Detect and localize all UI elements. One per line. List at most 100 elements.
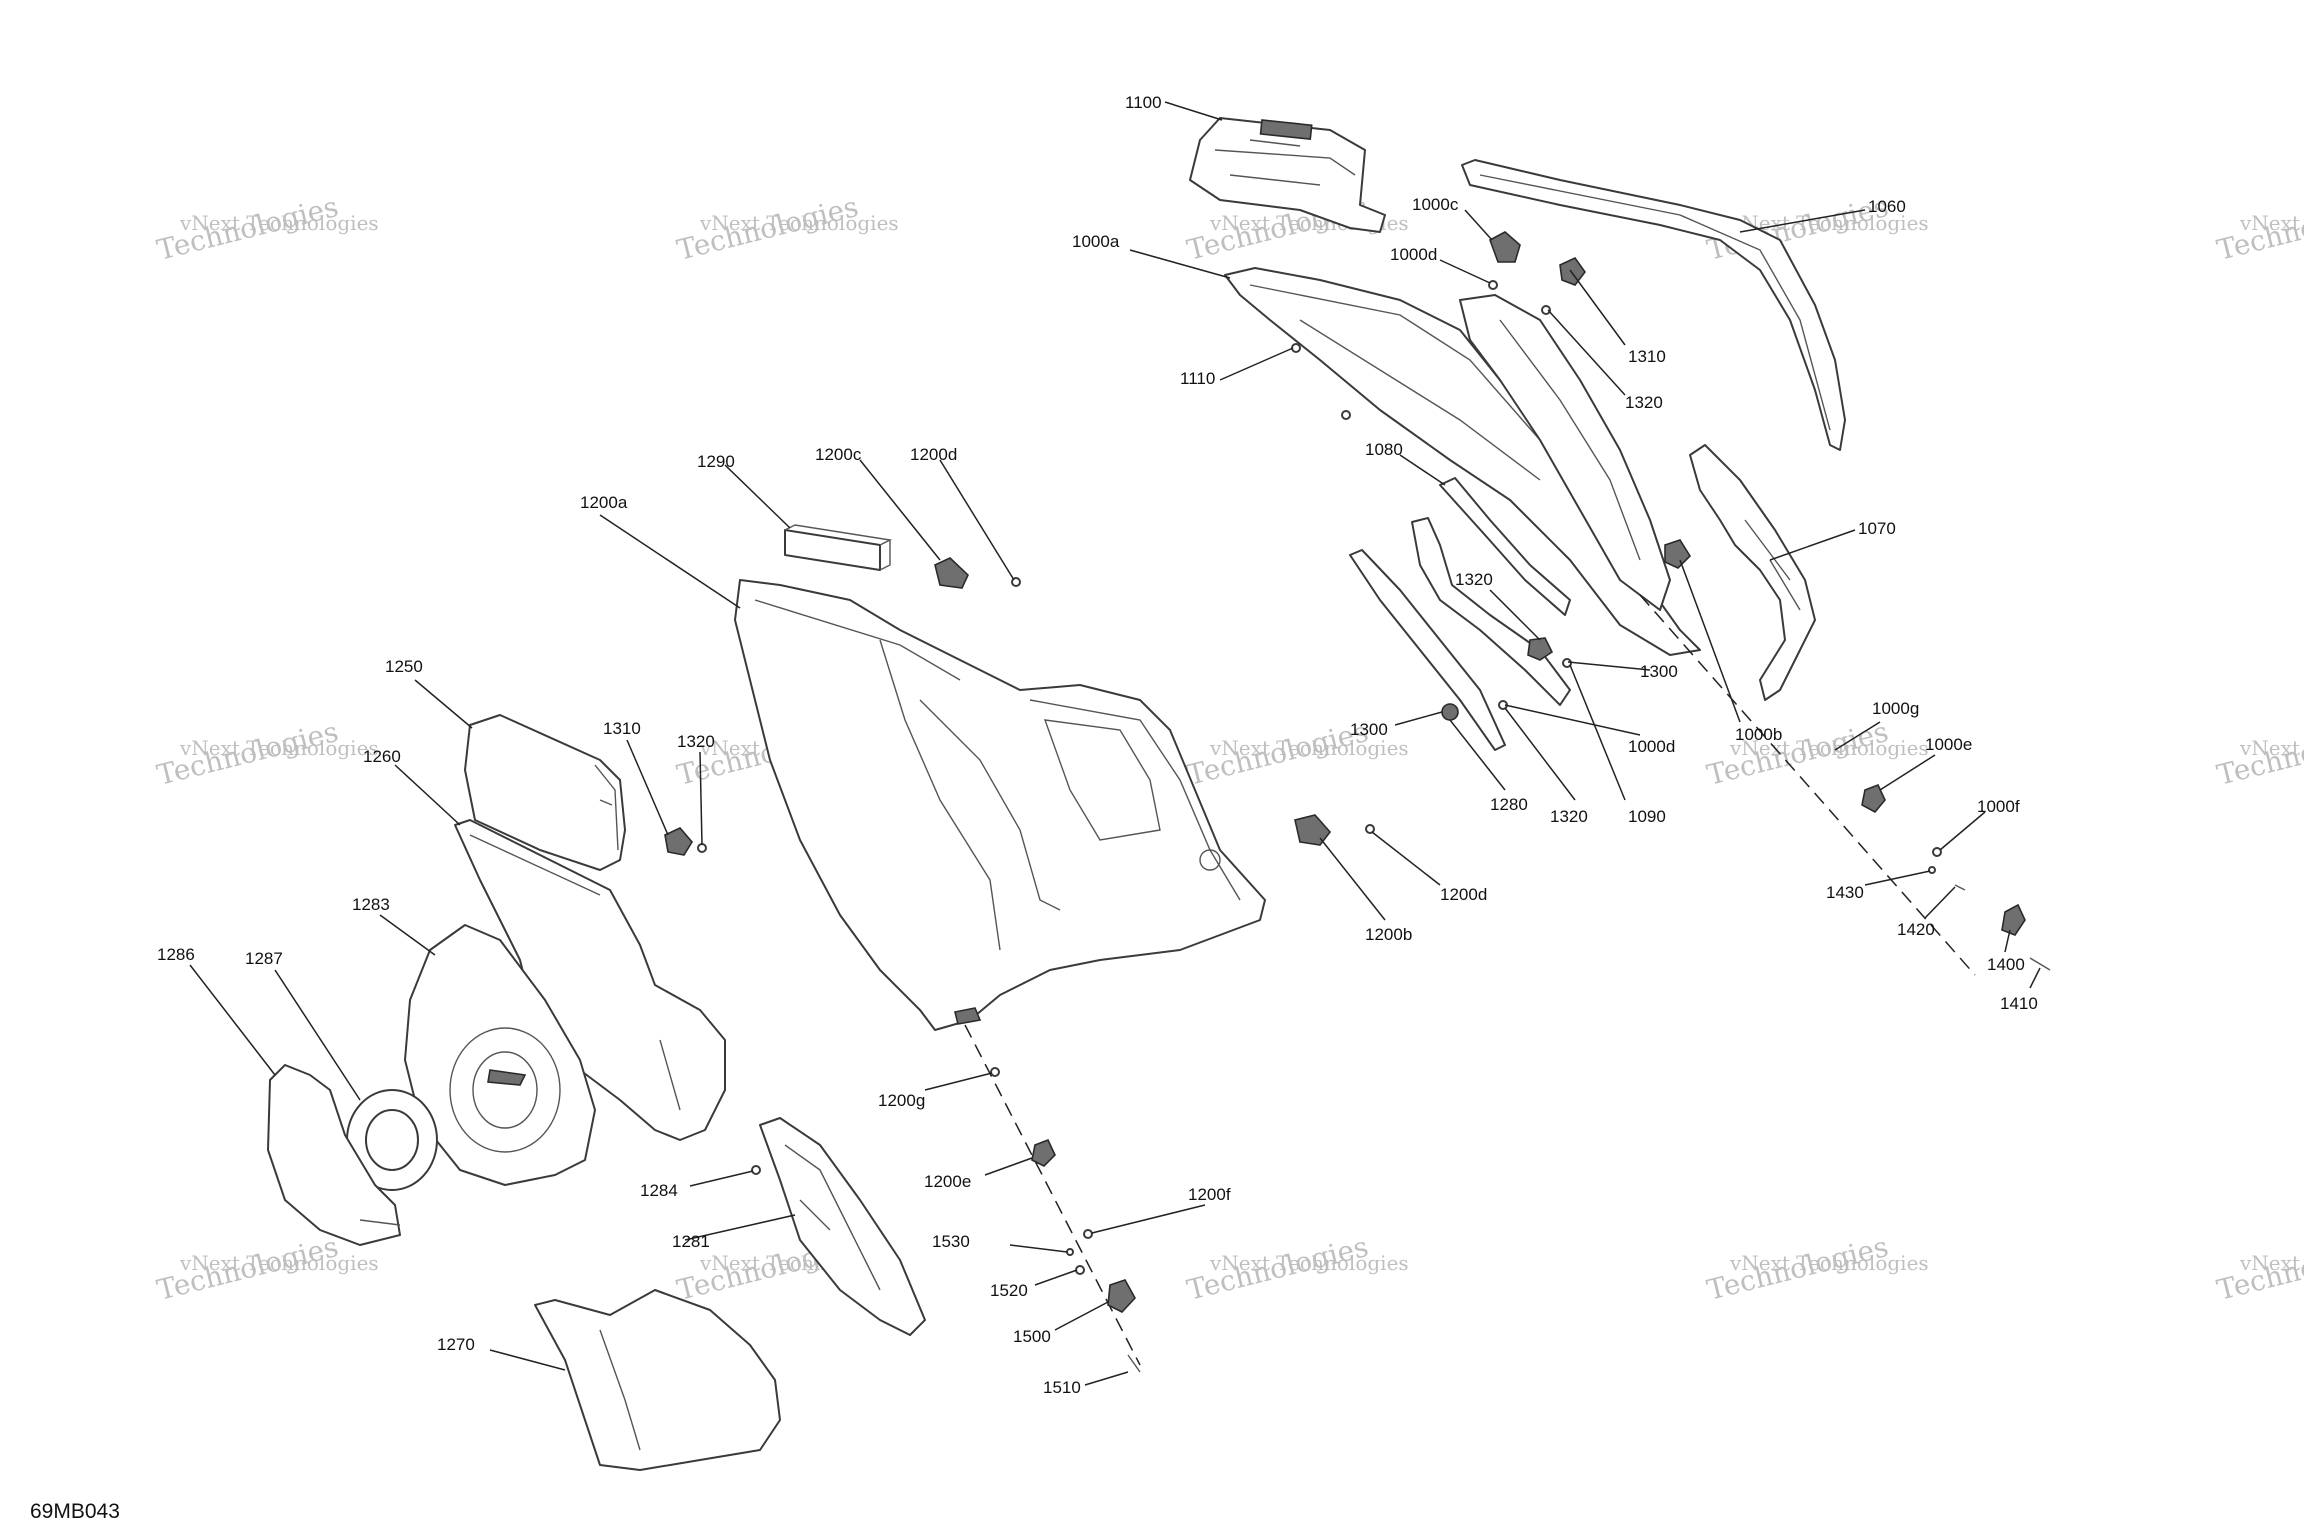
part-1270-lower-panel: [534, 1289, 781, 1471]
callout-1500: 1500: [1013, 1327, 1051, 1346]
part-1310-clip-left: [664, 827, 693, 856]
callout-1000g: 1000g: [1872, 699, 1919, 718]
part-1430-washer: [1928, 866, 1936, 874]
part-1280-strip: [1349, 549, 1506, 751]
assembly-axis-right: [1639, 594, 1976, 976]
watermark-line1: vNext Technologies: [179, 1251, 379, 1275]
diagram-reference-code: 69MB043: [30, 1500, 120, 1523]
callout-1110: 1110: [1180, 369, 1215, 388]
part-1000b-clip: [1664, 539, 1692, 569]
watermark-line1: vNext Technologies: [179, 736, 379, 760]
part-1284-screw: [751, 1165, 761, 1175]
part-1080-strip: [1439, 477, 1571, 616]
callout-1530: 1530: [932, 1232, 970, 1251]
part-screw: [1365, 824, 1375, 834]
callout-1000d-top: 1000d: [1390, 245, 1437, 264]
watermark-line2: Technologies: [154, 1230, 342, 1307]
callout-1260: 1260: [363, 747, 401, 766]
watermark: vNext Technologies Technologies: [2214, 1230, 2304, 1307]
part-1520-spring: [1075, 1265, 1085, 1275]
watermark-line2: Technologies: [2214, 190, 2304, 267]
watermark-line2: Technologies: [1184, 1230, 1372, 1307]
part-1090-strip: [1411, 517, 1571, 706]
watermark: vNext Technologies Technologies: [154, 190, 379, 267]
watermark: vNext Technologies Technologies: [2214, 190, 2304, 267]
part-screw: [1541, 305, 1551, 315]
part-1200a-main-panel: [734, 579, 1266, 1031]
callout-1200f: 1200f: [1188, 1185, 1231, 1204]
watermark-line2: Technologies: [674, 190, 862, 267]
callout-1310-left: 1310: [603, 719, 641, 738]
assembly-axis-left: [964, 1024, 1141, 1366]
callout-1280: 1280: [1490, 795, 1528, 814]
callout-1250: 1250: [385, 657, 423, 676]
part-1286-shroud: [267, 1064, 401, 1246]
part-1200e-clip: [1031, 1138, 1056, 1167]
callout-1320-left: 1320: [677, 732, 715, 751]
parts-layer: [267, 117, 2051, 1471]
part-screw: [1488, 280, 1498, 290]
callout-1100: 1100: [1125, 93, 1162, 112]
callout-1000d-mid: 1000d: [1628, 737, 1675, 756]
leader-lines: [189, 101, 2041, 1386]
watermark: vNext Technologies Technologies: [674, 190, 899, 267]
part-1300-grommet-left: [1441, 703, 1459, 721]
part-1287-ring: [346, 1089, 438, 1191]
watermark-line2: Technologies: [1704, 1230, 1892, 1307]
callout-1000e: 1000e: [1925, 735, 1972, 754]
part-1410-screw: [2029, 957, 2051, 971]
watermark: vNext Technologies Technologies: [2214, 715, 2304, 792]
part-1310-clip-top: [1559, 256, 1586, 286]
part-1200c-clip: [934, 557, 969, 589]
part-1060-trim: [1461, 159, 1846, 451]
callout-1000c: 1000c: [1412, 195, 1459, 214]
watermark-line2: Technologies: [1184, 715, 1372, 792]
callout-1000a: 1000a: [1072, 232, 1120, 251]
callout-1430: 1430: [1826, 883, 1864, 902]
watermark-line1: vNext Technologies: [179, 211, 379, 235]
callout-1400: 1400: [1987, 955, 2025, 974]
callout-1320-mid: 1320: [1455, 570, 1493, 589]
callout-1287: 1287: [245, 949, 283, 968]
watermark-line1: vNext Technologies: [2239, 1251, 2304, 1275]
part-1000f-pin: [1932, 847, 1942, 857]
callout-1300-left: 1300: [1350, 720, 1388, 739]
part-screw: [697, 843, 707, 853]
watermark-line1: vNext Technologies: [699, 211, 899, 235]
callout-1200c: 1200c: [815, 445, 862, 464]
callout-1300-right: 1300: [1640, 662, 1678, 681]
callout-1286: 1286: [157, 945, 195, 964]
watermark-line2: Technologies: [1704, 715, 1892, 792]
part-1000e-clip: [1861, 783, 1886, 814]
callout-1410: 1410: [2000, 994, 2038, 1013]
callout-labels: 1100 1000c 1060 1000a 1000d 1310 1320 11…: [157, 93, 2038, 1397]
watermark: vNext Technologies Technologies: [154, 715, 379, 792]
watermark-line2: Technologies: [154, 190, 342, 267]
watermark: vNext Technologies Technologies: [1704, 1230, 1929, 1307]
callout-1270: 1270: [437, 1335, 475, 1354]
part-1283-housing: [404, 924, 596, 1186]
watermark-line1: vNext Technologies: [1209, 1251, 1409, 1275]
watermark-line1: vNext Technologies: [2239, 211, 2304, 235]
part-1000a-upper-cowl: [1224, 267, 1701, 656]
part-1420-spring: [1954, 884, 1966, 891]
watermark-line2: Technologies: [2214, 715, 2304, 792]
callout-1200a: 1200a: [580, 493, 628, 512]
callout-1420: 1420: [1897, 920, 1935, 939]
callout-1520: 1520: [990, 1281, 1028, 1300]
watermark: vNext Technologies Technologies: [154, 1230, 379, 1307]
watermark-line1: vNext Technologies: [1209, 736, 1409, 760]
callout-1200d-mid: 1200d: [1440, 885, 1487, 904]
part-1200f-pin: [1083, 1229, 1093, 1239]
part-1281-grille: [759, 1117, 926, 1336]
watermark-line1: vNext Technologies: [1729, 1251, 1929, 1275]
part-screw: [1341, 410, 1351, 420]
watermark-line1: vNext Technologies: [2239, 736, 2304, 760]
watermark-line2: Technologies: [2214, 1230, 2304, 1307]
part-1200b-clip: [1294, 814, 1332, 846]
callout-1000f: 1000f: [1977, 797, 2020, 816]
watermark-line2: Technologies: [154, 715, 342, 792]
callout-1284: 1284: [640, 1181, 678, 1200]
